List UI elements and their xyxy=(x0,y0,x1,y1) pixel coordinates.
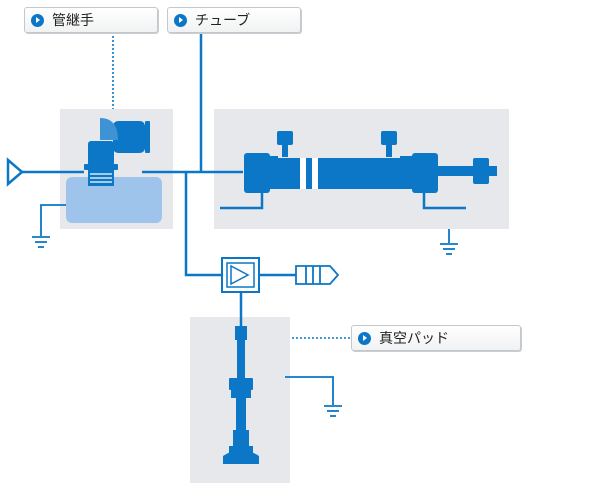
liquid-block xyxy=(66,177,162,223)
ground-line-fitting xyxy=(40,204,66,236)
ground-icon xyxy=(440,243,458,255)
vacuum-pad-label-button[interactable]: 真空パッド xyxy=(351,325,521,351)
branch-line xyxy=(184,172,222,277)
cylinder-mount-right xyxy=(422,193,466,210)
valve-icon xyxy=(221,257,260,293)
ground-line-vacuum xyxy=(285,376,334,405)
ground-icon xyxy=(324,405,342,417)
fitting-label: 管継手 xyxy=(52,13,94,29)
vacuum-pad-label: 真空パッド xyxy=(379,331,449,347)
cylinder-mount-left xyxy=(220,193,264,210)
silencer-icon xyxy=(295,265,340,285)
air-cylinder xyxy=(244,131,497,193)
elbow-fitting xyxy=(84,118,150,186)
tube-label-button[interactable]: チューブ xyxy=(167,7,301,33)
play-icon xyxy=(31,13,44,27)
play-icon xyxy=(174,13,187,27)
vacuum-pad xyxy=(223,326,259,464)
ground-icon xyxy=(32,236,50,248)
supply-triangle-icon xyxy=(6,157,24,187)
play-icon xyxy=(358,331,371,345)
fitting-label-button[interactable]: 管継手 xyxy=(24,7,158,33)
tube-label: チューブ xyxy=(195,13,251,29)
